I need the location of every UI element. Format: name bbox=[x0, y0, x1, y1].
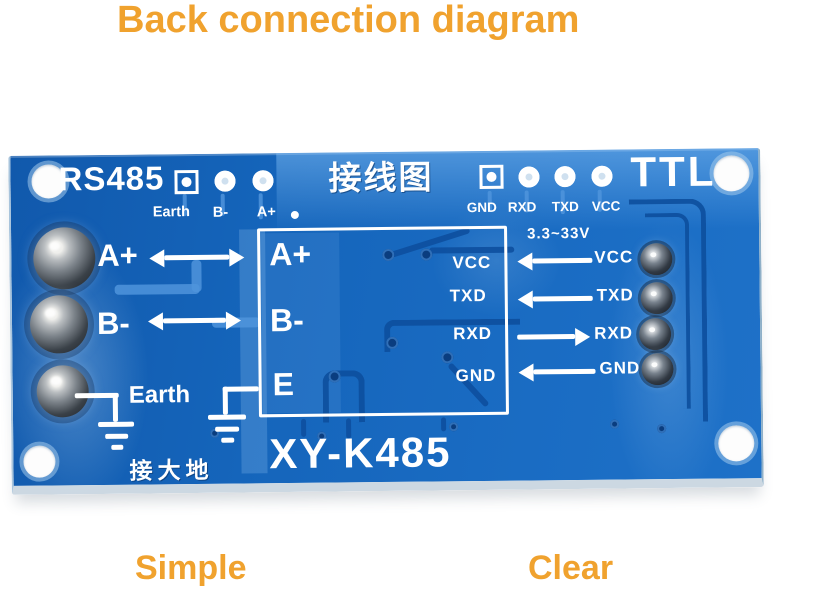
connect-earth-label-cn: 接大地 bbox=[129, 456, 214, 484]
solder-pin-gnd bbox=[641, 352, 674, 386]
e-wire bbox=[222, 386, 228, 415]
pad-label-rxd: RXD bbox=[507, 199, 537, 215]
terminal-label-b-minus: B- bbox=[96, 305, 130, 342]
pad-earth bbox=[174, 169, 199, 195]
solder-pin-txd bbox=[640, 281, 673, 315]
model-label: XY-K485 bbox=[269, 428, 452, 478]
pad-dot bbox=[290, 210, 299, 219]
mounting-hole-bottom-right bbox=[718, 425, 755, 462]
solder-pin-vcc bbox=[640, 242, 673, 276]
terminal-label-earth: Earth bbox=[128, 381, 191, 409]
solder-pin-rxd bbox=[638, 318, 672, 351]
a-plus-bidirectional-arrow bbox=[164, 254, 230, 261]
pad-a-plus bbox=[252, 170, 274, 192]
pad-label-gnd: GND bbox=[466, 199, 497, 216]
via bbox=[610, 419, 620, 429]
terminal-label-a-plus: A+ bbox=[97, 237, 138, 274]
box-pin-rxd: RXD bbox=[453, 323, 493, 344]
pad-label-a-plus: A+ bbox=[256, 204, 276, 221]
solder-terminal-b-minus bbox=[29, 295, 89, 354]
mounting-hole-top-right bbox=[713, 155, 750, 192]
via bbox=[657, 424, 667, 434]
ttl-label: TTL bbox=[630, 147, 717, 196]
trace bbox=[114, 283, 200, 295]
right-label-txd: TXD bbox=[596, 285, 634, 305]
b-minus-bidirectional-arrow bbox=[162, 317, 227, 324]
solder-terminal-earth bbox=[36, 365, 89, 418]
rxd-arrow bbox=[517, 334, 576, 340]
right-label-rxd: RXD bbox=[594, 323, 634, 343]
box-pin-a-plus: A+ bbox=[269, 235, 312, 273]
e-wire bbox=[222, 386, 259, 392]
pad-b-minus bbox=[214, 170, 236, 192]
pad-label-vcc: VCC bbox=[591, 198, 621, 214]
page-title: Back connection diagram bbox=[117, 0, 580, 41]
right-label-vcc: VCC bbox=[594, 247, 634, 267]
pad-vcc bbox=[591, 165, 613, 187]
txd-arrow bbox=[532, 295, 593, 302]
box-pin-e: E bbox=[272, 365, 295, 403]
wiring-diagram-label-cn: 接线图 bbox=[328, 158, 434, 197]
box-pin-b-minus: B- bbox=[269, 301, 304, 339]
caption-clear: Clear bbox=[528, 549, 614, 587]
voltage-range-label: 3.3~33V bbox=[527, 224, 591, 243]
box-pin-gnd: GND bbox=[455, 365, 497, 386]
mounting-hole-bottom-left bbox=[23, 445, 56, 478]
earth-wire bbox=[112, 394, 119, 422]
pad-rxd bbox=[518, 166, 540, 188]
right-label-gnd: GND bbox=[599, 358, 641, 378]
pad-label-earth: Earth bbox=[152, 204, 191, 221]
pcb-board: RS485 接线图 TTL Earth B- A+ GND RXD TXD VC… bbox=[0, 147, 764, 513]
caption-simple: Simple bbox=[135, 549, 247, 587]
rs485-label: RS485 bbox=[58, 159, 165, 198]
box-pin-vcc: VCC bbox=[452, 252, 492, 273]
vcc-arrow bbox=[532, 257, 593, 264]
pad-label-txd: TXD bbox=[551, 198, 579, 215]
box-pin-txd: TXD bbox=[449, 285, 487, 306]
pad-label-b-minus: B- bbox=[212, 204, 229, 221]
pad-gnd bbox=[479, 164, 504, 190]
trace bbox=[191, 259, 202, 293]
solder-terminal-a-plus bbox=[32, 227, 96, 290]
gnd-arrow bbox=[533, 368, 596, 375]
pad-txd bbox=[554, 166, 576, 188]
